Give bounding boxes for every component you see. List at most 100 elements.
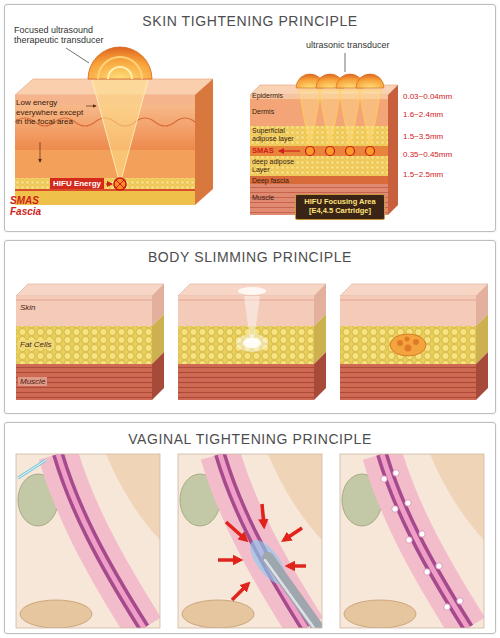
layer-label: Skin [18,303,38,312]
destroyed-cell [405,337,410,342]
dimension-label: 1.6~2.4mm [403,110,443,119]
tightened-tissue [393,470,399,476]
dimension-label: 1.5~3.5mm [403,132,443,141]
transducer-dome [88,47,152,79]
block-side-muscle [152,352,164,400]
pressure-arrow [284,528,302,540]
panel-title: VAGINAL TIGHTENING PRINCIPLE [5,423,495,447]
destroyed-cell [397,340,403,346]
block-top-face [16,284,164,296]
dimension-label: 1.5~2.5mm [403,170,443,179]
fat-layer [178,326,314,364]
tightened-tissue [424,569,430,575]
tissue-region [430,454,484,540]
tube [18,460,46,478]
energy-spot [238,287,266,295]
smas-layer [250,146,388,156]
subcutis-layer [15,150,195,178]
leader-arrow [40,142,41,162]
energy-tag: HIFU Energy [50,178,104,189]
leader-line [345,53,346,72]
layer-label: Fat Cells [18,340,54,349]
image-frame [178,454,322,628]
focusing-area-box: HIFU Focusing Area [E4,4.5 Cartridge] [295,194,385,220]
pressure-arrow [288,564,306,568]
skin-side-face [195,79,213,205]
fat-layer [340,326,476,364]
leader-line [66,48,89,63]
energy-focus [243,338,261,348]
tightened-tissue [405,500,411,506]
image-frame [340,454,484,628]
box-label: HIFU Focusing Area [E4,4.5 Cartridge] [299,197,381,215]
layer-label: SMAS Fascia [10,195,54,217]
ultrasound-beam [299,90,321,151]
callout-label: Low energy everywhere except in the foca… [16,98,84,127]
destroyed-fat [390,334,426,356]
fascia-line [15,189,195,191]
focal-point [366,147,375,156]
panel-title: BODY SLIMMING PRINCIPLE [5,241,495,265]
layer-label: Dermis [252,108,274,116]
deep-fat-layer [250,156,388,176]
image-ground [340,454,484,628]
tightened-tissue [457,598,463,604]
dimension-label: 0.03~0.04mm [403,92,452,101]
anatomy-image [340,454,484,628]
tissue-region [268,454,322,540]
tightened-tissue [444,604,450,610]
dome-ring [98,57,142,79]
rectum [20,600,92,628]
pressure-arrow [226,522,246,540]
block-top-face [178,284,326,296]
focal-point [306,147,315,156]
dimension-label: 0.35~0.45mm [403,150,452,159]
ultrasound-beam [319,90,341,151]
dome-ring [108,67,132,79]
pressure-arrow [232,584,248,600]
epidermis-line [16,300,152,301]
ultrasound-beam [359,90,381,151]
tube-highlight [18,460,46,478]
smas-arrow [279,150,300,151]
deep-layer [15,190,195,205]
destroyed-cell [413,339,419,345]
layer-label: Muscle [18,377,47,386]
tightened-tissue [436,563,442,569]
pressure-arrow [262,504,264,526]
image-ground [178,454,322,628]
ultrasound-beam [339,90,361,151]
image-frame [16,454,160,628]
muscle-layer [340,364,476,400]
probe-highlight [265,560,314,628]
layer-label: deep adipose Layer [252,158,298,174]
block-side-muscle [476,352,488,400]
muscle-layer [250,184,388,215]
ultrasound-cone [92,80,148,184]
energy-beam [244,296,260,340]
principle-panel: BODY SLIMMING PRINCIPLE [4,240,496,414]
block-top-face [340,284,488,296]
fat-layer [16,326,152,364]
layer-label: SMAS [252,147,274,156]
muscle-layer [16,364,152,400]
probe [268,558,318,628]
destroyed-cell [405,345,412,352]
tissue-region [106,454,160,540]
rectum [182,600,254,628]
smas-fat-layer [15,178,195,190]
skin-side-face [388,85,398,215]
focal-point [326,147,335,156]
layer-label: Deep fascia [252,177,289,185]
leader-arrow [86,106,96,107]
layer-label: Epidermis [252,92,283,100]
rectum [344,600,416,628]
callout-label: Focused ultrasound therapeutic transduce… [14,25,118,46]
transducer-arc [356,74,384,88]
skin-layer [340,296,476,326]
muscle-layer [178,364,314,400]
cone-edge [92,80,148,184]
leader-arrow [106,183,112,184]
